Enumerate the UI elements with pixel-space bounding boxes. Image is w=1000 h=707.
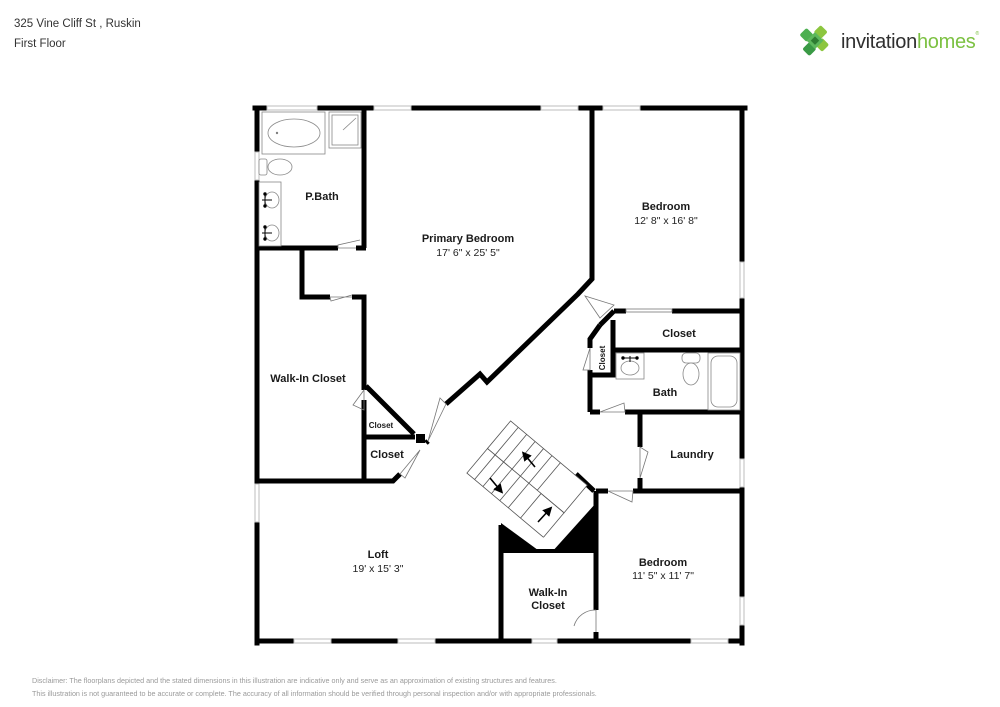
toilet-bowl-icon	[267, 158, 293, 176]
door-closet-small-1	[352, 388, 365, 411]
arrow-up-icon	[537, 506, 553, 523]
brand-logo: invitationhomes®	[797, 24, 979, 60]
room-label-bedroom-1: Bedroom	[642, 201, 691, 213]
disclaimer-line-2: This illustration is not guaranteed to b…	[32, 689, 597, 698]
room-dims-bedroom-2: 11' 5" x 11' 7"	[632, 570, 694, 582]
door-bedroom-2	[607, 490, 634, 503]
door-primary	[427, 397, 447, 442]
stair-direction-arrows	[489, 451, 553, 523]
door-closet-hall	[582, 347, 591, 371]
bath-fixtures	[258, 111, 741, 411]
arrow-down-icon	[489, 477, 504, 494]
room-dims-loft: 19' x 15' 3"	[353, 563, 404, 575]
sink-icon	[620, 360, 640, 376]
room-label-bedroom-2: Bedroom	[639, 557, 688, 569]
door-walkin-2	[573, 609, 597, 632]
room-label-p-bath: P.Bath	[305, 191, 339, 203]
room-dims-bedroom-1: 12' 8" x 16' 8"	[634, 215, 698, 227]
toilet-bowl-icon	[682, 362, 700, 386]
staircase	[466, 420, 588, 538]
floor-label: First Floor	[14, 38, 66, 50]
door-bath	[599, 402, 626, 413]
door-closet-small-2	[399, 449, 421, 479]
listing-header: 325 Vine Cliff St , Ruskin First Floor	[14, 14, 141, 54]
room-label-bath: Bath	[653, 387, 678, 399]
room-label-closet-small-1: Closet	[369, 421, 394, 430]
room-label-closet-hall: Closet	[598, 345, 607, 370]
property-address: 325 Vine Cliff St , Ruskin	[14, 18, 141, 30]
room-dims-primary-bedroom: 17' 6" x 25' 5"	[436, 247, 500, 259]
trademark: ®	[975, 31, 979, 37]
room-label-walk-in-closet-2-line2: Closet	[531, 600, 565, 612]
green-clover-diamond-icon	[800, 25, 829, 56]
room-label-closet-small-2: Closet	[370, 449, 404, 461]
doors	[329, 239, 673, 632]
stair-structure-fill	[501, 503, 596, 553]
toilet-tank-icon	[681, 352, 701, 364]
brand-name-part1: invitation	[841, 31, 917, 53]
room-label-walk-in-closet-1: Walk-In Closet	[270, 373, 346, 385]
brand-wordmark: invitationhomes®	[841, 31, 979, 53]
room-label-walk-in-closet-2-line1: Walk-In	[529, 587, 568, 599]
bathtub-basin-icon	[267, 118, 321, 148]
brand-name-part2: homes	[916, 31, 976, 53]
room-label-laundry: Laundry	[670, 449, 714, 461]
room-labels: P.Bath Primary Bedroom 17' 6" x 25' 5" B…	[270, 191, 714, 612]
interior-walls	[257, 108, 742, 643]
room-label-primary-bedroom: Primary Bedroom	[422, 233, 515, 245]
faucet-marks	[262, 192, 639, 362]
door-laundry	[639, 446, 649, 479]
disclaimer: Disclaimer: The floorplans depicted and …	[32, 674, 597, 700]
room-label-closet-bedroom-1: Closet	[662, 328, 696, 340]
windows	[254, 105, 745, 644]
door-bedroom-1	[584, 295, 615, 319]
door-walkin-1	[329, 294, 353, 302]
toilet-tank-icon	[258, 158, 268, 176]
door-pbath	[337, 239, 361, 249]
room-label-loft: Loft	[368, 549, 389, 561]
arrow-up-icon	[521, 451, 536, 468]
disclaimer-line-1: Disclaimer: The floorplans depicted and …	[32, 676, 557, 685]
